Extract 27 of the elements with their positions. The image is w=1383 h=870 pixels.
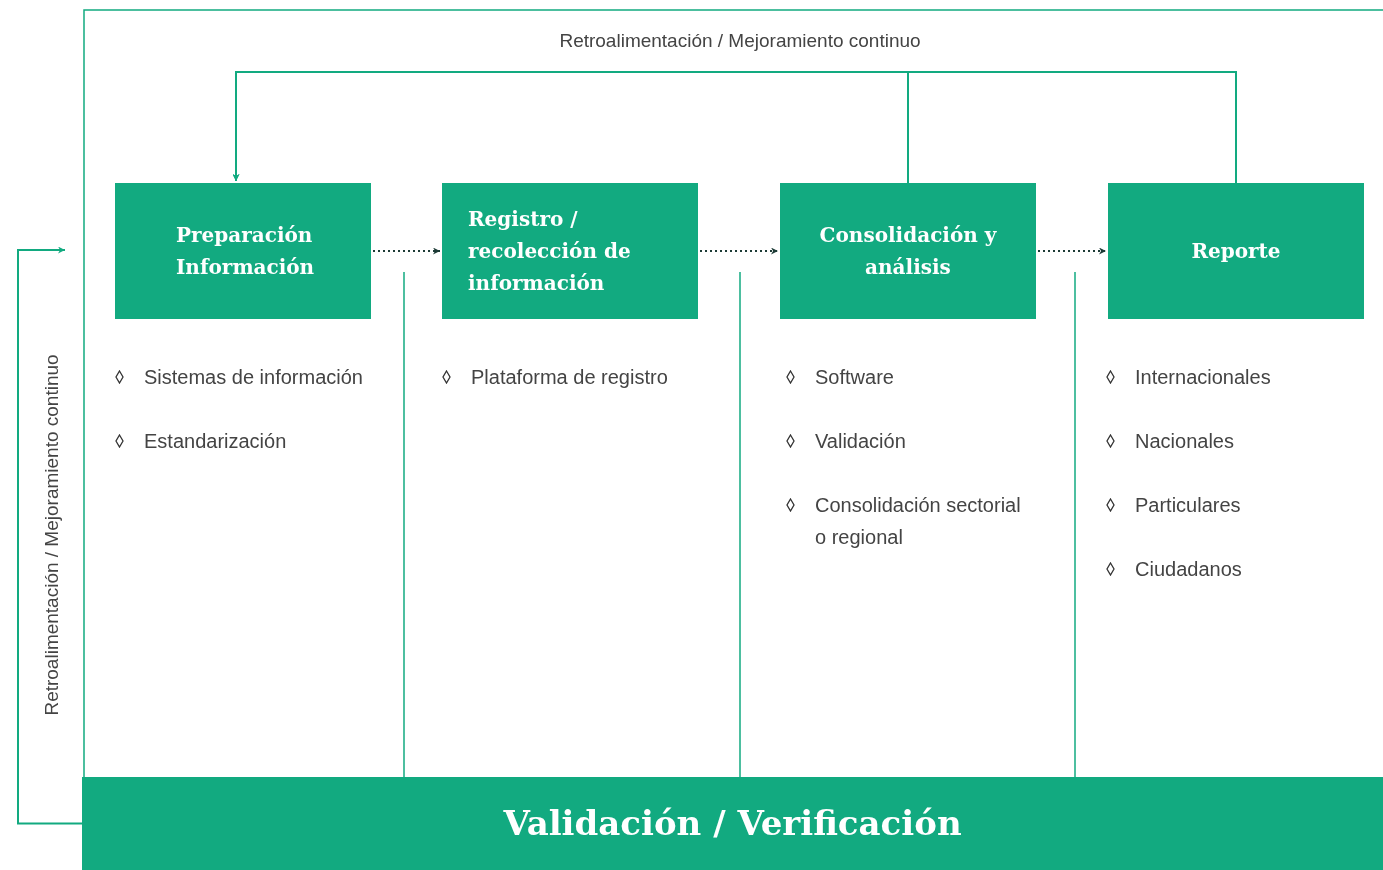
list-item: Plataforma de registro bbox=[471, 365, 668, 390]
box-title: Consolidación y análisis bbox=[818, 222, 998, 281]
box-title: Validación / Verificación bbox=[503, 802, 962, 846]
arrow bbox=[699, 247, 779, 255]
list-item: Nacionales bbox=[1135, 429, 1234, 454]
box-title: Preparación Información bbox=[176, 222, 316, 281]
list-item: Estandarización bbox=[144, 429, 287, 454]
list-item: Consolidación sectorial o regional bbox=[815, 493, 1022, 550]
process-box bbox=[1108, 183, 1364, 319]
box-title: Reporte bbox=[1191, 238, 1281, 265]
list-item: Particulares bbox=[1135, 493, 1241, 518]
process-box bbox=[115, 183, 371, 319]
feedback-label: Retroalimentación / Mejoramiento continuo bbox=[41, 354, 63, 716]
list-item: Internacionales bbox=[1135, 365, 1271, 390]
process-box bbox=[780, 183, 1036, 319]
arrow bbox=[1037, 247, 1107, 255]
list-item: Ciudadanos bbox=[1135, 557, 1242, 582]
feedback-label: Retroalimentación / Mejoramiento continuo bbox=[559, 30, 921, 52]
arrow bbox=[232, 71, 909, 184]
list-item: Validación bbox=[815, 429, 906, 454]
arrow bbox=[372, 247, 441, 255]
list-item: Sistemas de información bbox=[144, 365, 363, 390]
arrow bbox=[17, 246, 83, 825]
list-item: Software bbox=[815, 365, 894, 390]
box-title: Registro / recolección de información bbox=[468, 206, 632, 297]
validation-bar bbox=[82, 777, 1383, 870]
process-box bbox=[442, 183, 698, 319]
